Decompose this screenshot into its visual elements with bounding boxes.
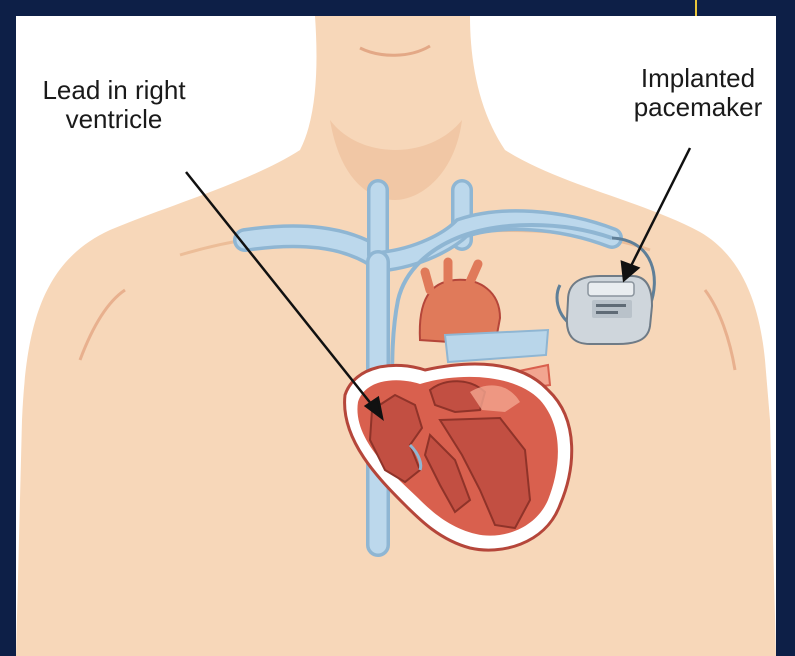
pacemaker-label-line-2: pacemaker [598,93,795,122]
pacemaker-device [567,276,652,344]
lead-label: Lead in right ventricle [4,76,224,134]
pacemaker-label: Implanted pacemaker [598,64,795,122]
lead-label-line-2: ventricle [4,105,224,134]
lead-label-line-1: Lead in right [4,76,224,105]
pacemaker-label-line-1: Implanted [598,64,795,93]
